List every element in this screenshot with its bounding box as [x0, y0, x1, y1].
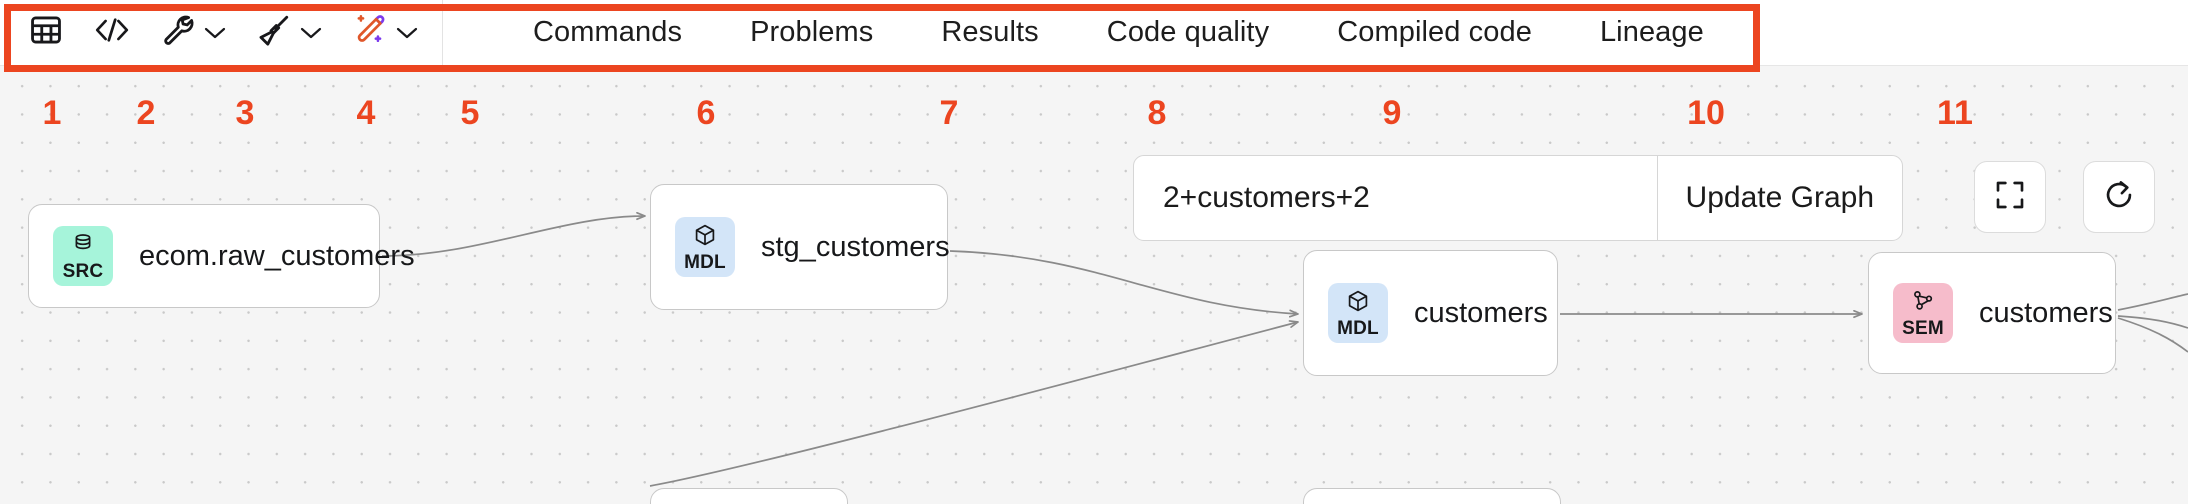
mdl-badge-label: MDL — [1337, 317, 1379, 339]
code-icon — [94, 15, 130, 50]
table-icon — [29, 13, 63, 52]
cube-icon — [693, 223, 717, 252]
annotation-number-7: 7 — [939, 94, 959, 132]
tab-commands[interactable]: Commands — [533, 16, 683, 48]
graph-search-input[interactable] — [1134, 156, 1657, 240]
mdl-badge-label: MDL — [684, 251, 726, 273]
wrench-icon — [161, 13, 195, 52]
table-icon-button[interactable] — [24, 11, 68, 55]
graph-node-partial[interactable] — [650, 488, 848, 504]
broom-icon — [257, 13, 291, 52]
database-icon — [71, 232, 95, 261]
node-title: customers — [1414, 296, 1548, 329]
fit-view-button[interactable] — [1974, 161, 2046, 233]
annotation-number-4: 4 — [356, 94, 376, 132]
graph-node-src[interactable]: SRC ecom.raw_customers — [28, 204, 415, 308]
tab-results[interactable]: Results — [941, 16, 1039, 48]
annotation-number-2: 2 — [136, 94, 156, 132]
src-badge: SRC — [53, 226, 113, 286]
magic-wand-chevron-down-icon[interactable] — [392, 11, 422, 55]
annotation-number-6: 6 — [696, 94, 716, 132]
annotation-number-10: 10 — [1687, 94, 1725, 132]
refresh-button[interactable] — [2083, 161, 2155, 233]
wrench-menu[interactable] — [156, 11, 230, 55]
graph-network-icon — [1911, 289, 1935, 318]
fullscreen-icon — [1994, 179, 2026, 216]
src-badge-label: SRC — [62, 260, 104, 282]
graph-node-partial[interactable] — [1303, 488, 1561, 504]
magic-wand-icon — [353, 13, 387, 52]
cube-icon — [1346, 289, 1370, 318]
annotation-number-5: 5 — [460, 94, 480, 132]
tab-problems[interactable]: Problems — [750, 16, 874, 48]
wrench-icon-button[interactable] — [156, 11, 200, 55]
tab-code-quality[interactable]: Code quality — [1106, 16, 1270, 48]
code-icon-button[interactable] — [90, 11, 134, 55]
magic-wand-icon-button[interactable] — [348, 11, 392, 55]
broom-menu[interactable] — [252, 11, 326, 55]
graph-node-stg-customers[interactable]: MDL stg_customers — [650, 184, 950, 310]
wrench-chevron-down-icon[interactable] — [200, 11, 230, 55]
toolbar-divider — [442, 0, 443, 66]
magic-wand-menu[interactable] — [348, 11, 422, 55]
tab-bar: Commands Problems Results Code quality C… — [443, 0, 1738, 65]
broom-icon-button[interactable] — [252, 11, 296, 55]
toolbar-icon-group — [0, 0, 443, 66]
annotation-number-11: 11 — [1937, 94, 1973, 132]
graph-search-bar: Update Graph — [1133, 155, 1903, 241]
graph-node-customers-model[interactable]: MDL customers — [1303, 250, 1558, 376]
sem-badge-label: SEM — [1902, 317, 1944, 339]
annotation-number-8: 8 — [1147, 94, 1167, 132]
update-graph-button[interactable]: Update Graph — [1656, 156, 1902, 240]
sem-badge: SEM — [1893, 283, 1953, 343]
node-title: customers — [1979, 296, 2113, 329]
node-title: ecom.raw_customers — [139, 239, 415, 272]
mdl-badge: MDL — [1328, 283, 1388, 343]
broom-chevron-down-icon[interactable] — [296, 11, 326, 55]
tab-lineage[interactable]: Lineage — [1599, 16, 1704, 48]
top-toolbar: Commands Problems Results Code quality C… — [0, 0, 2188, 66]
tab-compiled-code[interactable]: Compiled code — [1337, 16, 1532, 48]
refresh-icon — [2103, 179, 2135, 216]
lineage-graph-canvas[interactable]: SRC ecom.raw_customers MDL stg_customers — [0, 66, 2188, 504]
graph-node-customers-semantic[interactable]: SEM customers — [1868, 252, 2116, 374]
node-title: stg_customers — [761, 230, 950, 263]
annotation-number-1: 1 — [42, 94, 62, 132]
mdl-badge: MDL — [675, 217, 735, 277]
annotation-number-3: 3 — [235, 94, 255, 132]
annotation-number-9: 9 — [1382, 94, 1402, 132]
